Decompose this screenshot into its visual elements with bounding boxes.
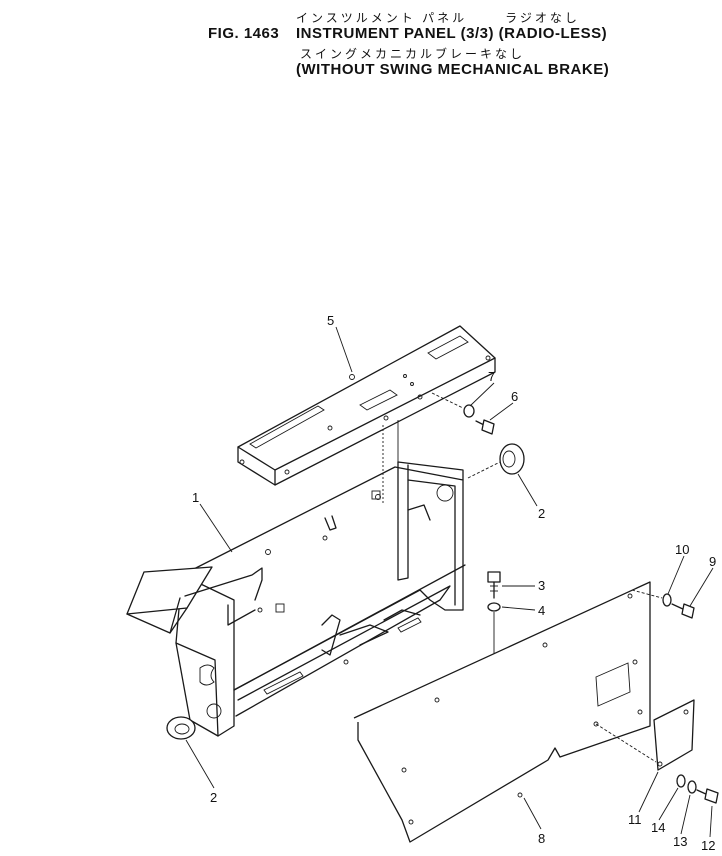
part-7-washer — [463, 404, 475, 418]
callout-10: 10 — [675, 542, 689, 557]
callout-2-upper: 2 — [538, 506, 545, 521]
callout-1: 1 — [192, 490, 199, 505]
callout-4: 4 — [538, 603, 545, 618]
title-line1-japanese: インスツルメント パネル ラジオなし — [296, 11, 580, 25]
title-line2-english: (WITHOUT SWING MECHANICAL BRAKE) — [296, 61, 610, 78]
callout-2-lower: 2 — [210, 790, 217, 805]
part-8-cover-panel — [353, 581, 657, 843]
callout-6: 6 — [511, 389, 518, 404]
title-line1-english: INSTRUMENT PANEL (3/3) (RADIO-LESS) — [296, 25, 608, 42]
leader-lines — [185, 326, 714, 838]
callout-5: 5 — [327, 313, 334, 328]
callout-3: 3 — [538, 578, 545, 593]
figure-number: FIG. 1463 — [208, 25, 280, 42]
callout-14: 14 — [651, 820, 665, 835]
part-12-screw — [696, 788, 719, 804]
part-13-washer — [687, 780, 697, 794]
callout-7: 7 — [488, 369, 495, 384]
part-14-washer — [676, 774, 686, 788]
part-3-bolt — [487, 571, 501, 599]
callout-12: 12 — [701, 838, 715, 853]
part-6-bolt — [431, 392, 495, 435]
part-5-top-plate — [237, 325, 496, 486]
part-10-washer — [662, 593, 672, 607]
callout-8: 8 — [538, 831, 545, 846]
part-1-main-frame — [126, 420, 466, 737]
title-line2-japanese: スイングメカニカルブレーキなし — [300, 47, 526, 61]
part-9-bolt — [631, 589, 695, 619]
callout-11: 11 — [628, 812, 642, 827]
part-2-grommet-upper — [467, 443, 525, 479]
callout-13: 13 — [673, 834, 687, 849]
part-2-grommet-lower — [166, 716, 196, 740]
part-11-small-plate — [653, 699, 695, 771]
callout-9: 9 — [709, 554, 716, 569]
